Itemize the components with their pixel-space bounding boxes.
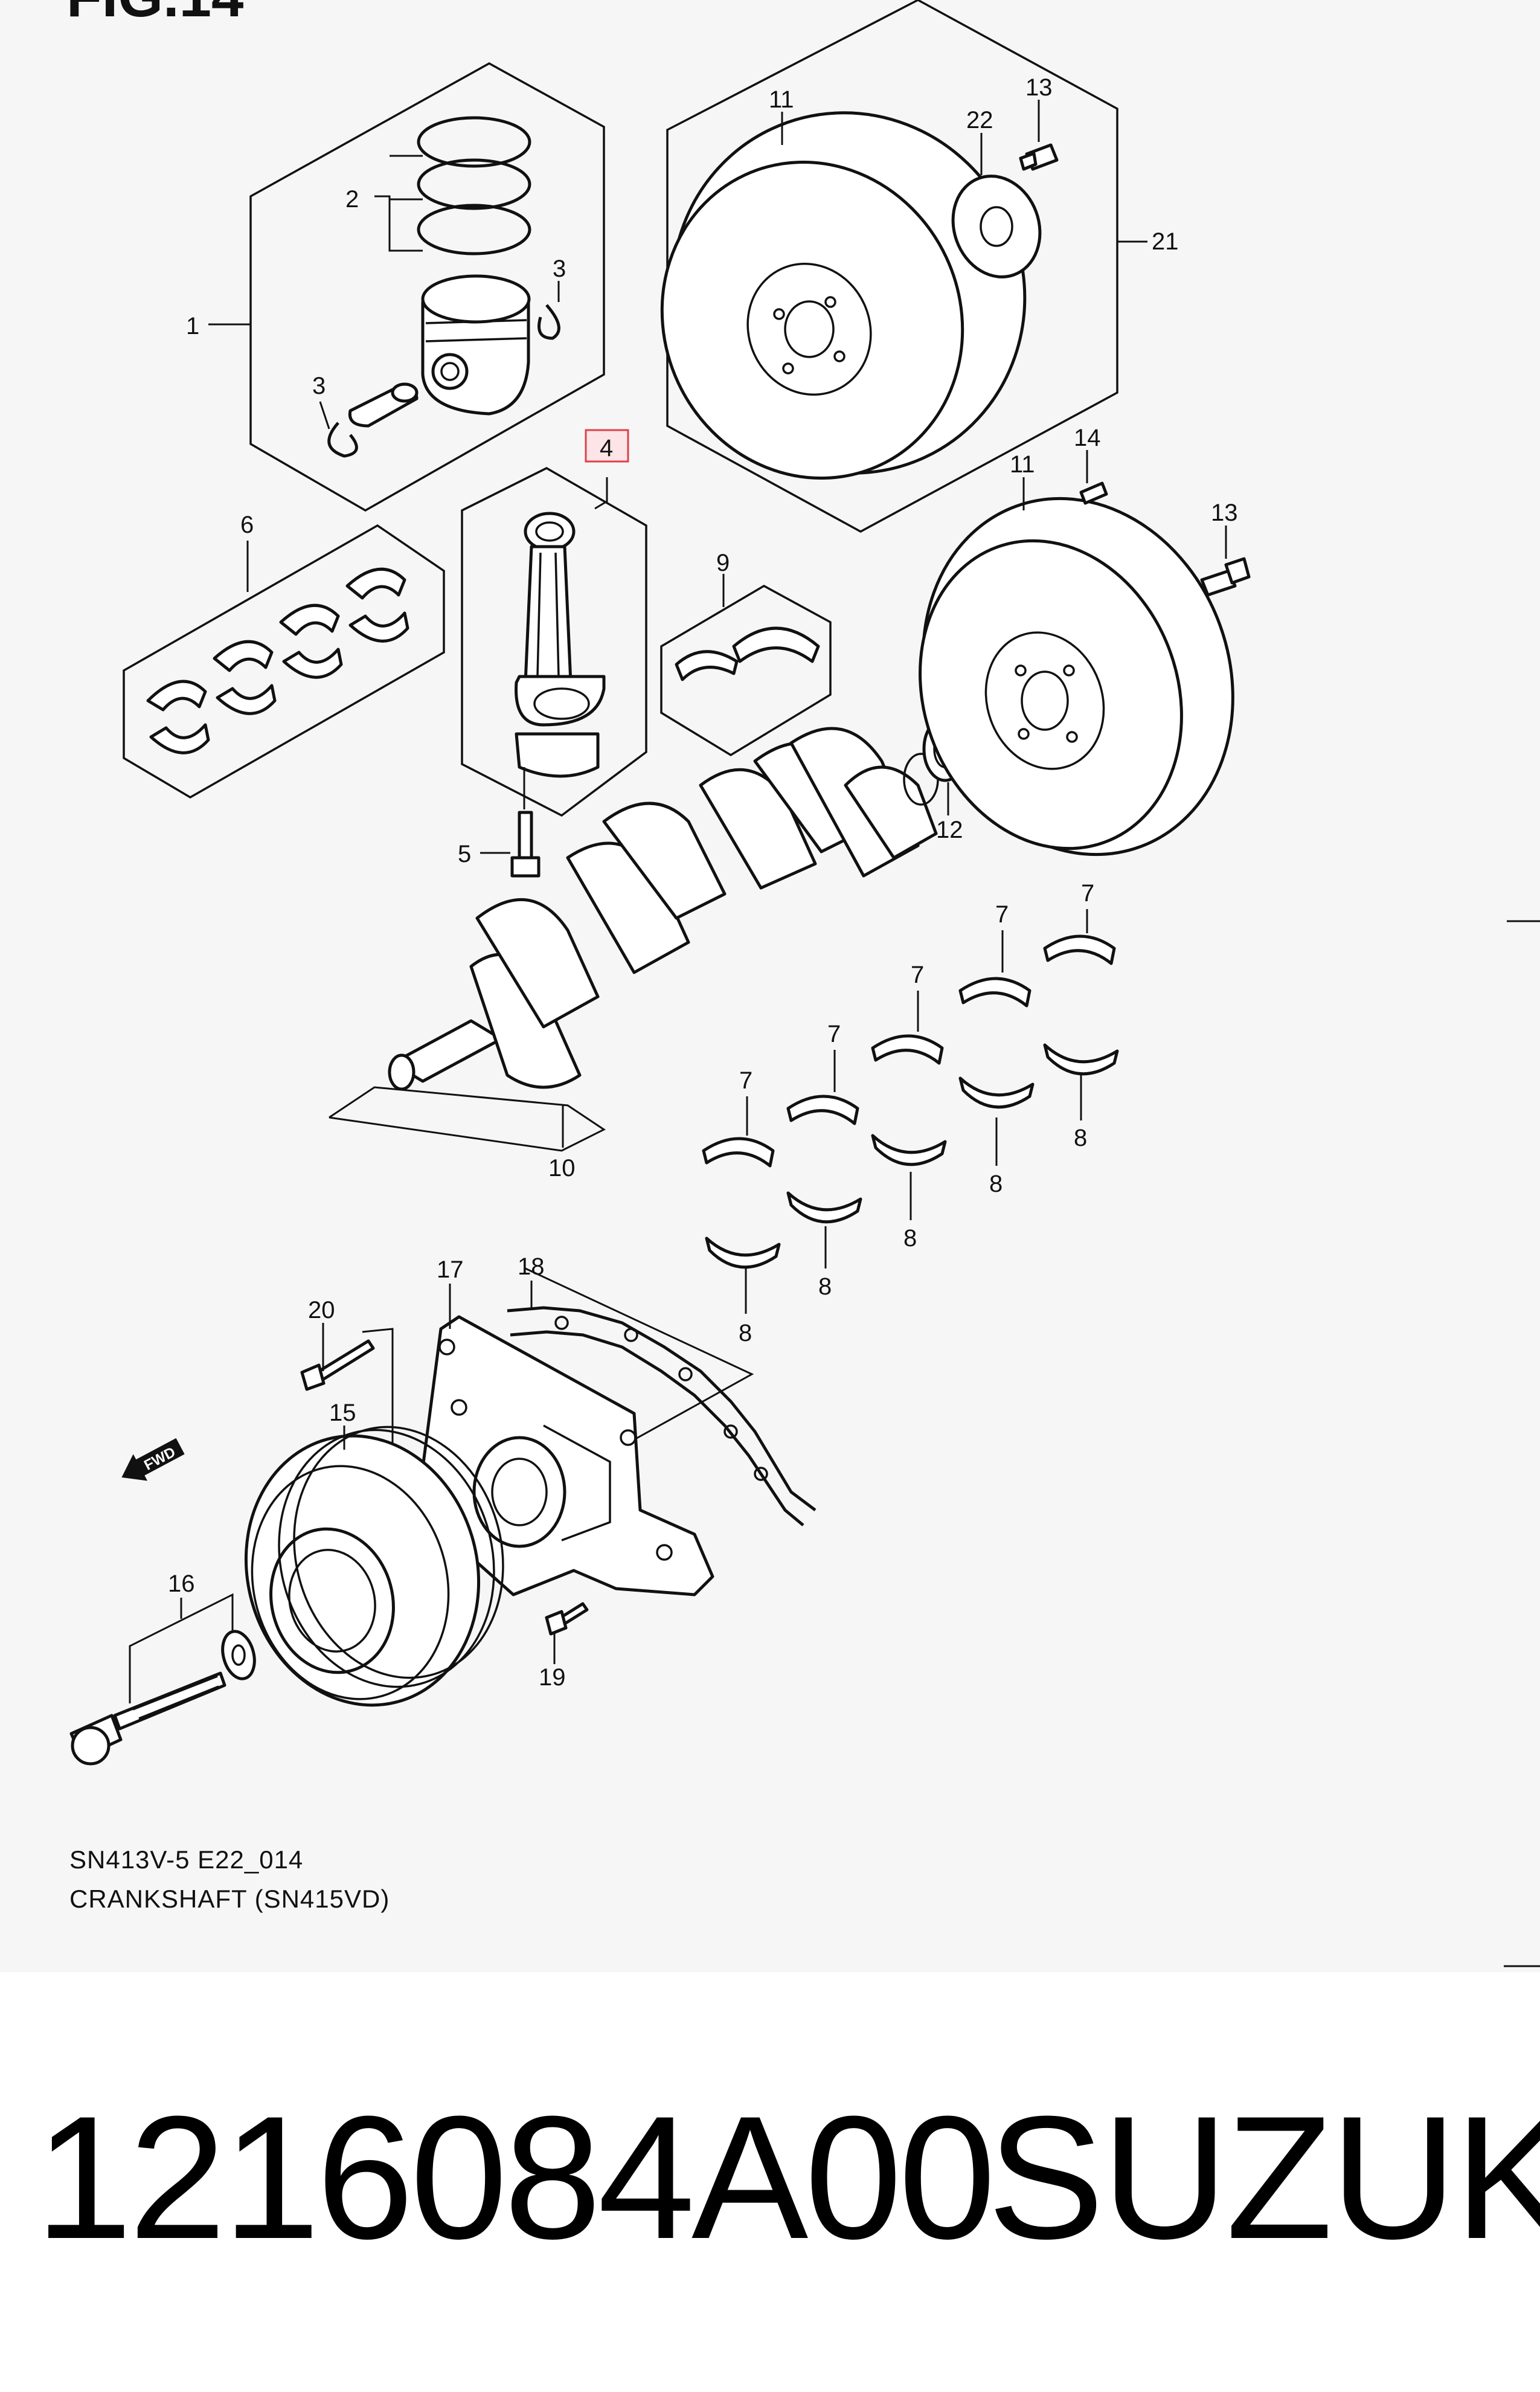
callout-10: 10 — [548, 1155, 576, 1182]
callout-19: 19 — [539, 1664, 566, 1691]
callout-8c: 8 — [903, 1225, 917, 1252]
callout-8b: 8 — [818, 1273, 832, 1300]
callout-6: 6 — [240, 512, 254, 538]
callout-4: 4 — [600, 435, 613, 461]
callout-14: 14 — [1074, 425, 1101, 451]
conrod-bolt — [510, 811, 541, 878]
gasket — [507, 1306, 817, 1526]
callout-21: 21 — [1152, 228, 1179, 255]
callout-5: 5 — [458, 841, 471, 867]
flywheel-plate — [951, 175, 1042, 278]
part-number: 1216084A00 — [35, 2080, 996, 2275]
connecting-rod — [515, 512, 606, 778]
callout-15: 15 — [329, 1400, 356, 1426]
thrust-bearing-outline — [660, 584, 832, 757]
snap-rings — [327, 304, 560, 458]
callout-8d: 8 — [989, 1171, 1003, 1197]
piston-rings — [417, 116, 531, 256]
flywheel-group-outline — [666, 0, 1118, 533]
callout-12: 12 — [936, 817, 963, 843]
callout-1: 1 — [186, 313, 199, 339]
callout-2: 2 — [345, 186, 359, 213]
callout-22: 22 — [966, 107, 993, 133]
callout-3a: 3 — [553, 256, 566, 282]
crank-pulley — [244, 1426, 504, 1707]
diagram-caption: CRANKSHAFT (SN415VD) — [69, 1885, 390, 1913]
main-bearing-leaders — [745, 909, 1088, 1314]
callout-11a: 11 — [769, 86, 794, 113]
flywheel-lower — [919, 497, 1234, 857]
thrust-bearing-halves — [675, 626, 820, 681]
callout-7c: 7 — [911, 962, 924, 988]
fwd-arrow-icon: FWD — [121, 1438, 185, 1481]
callout-16: 16 — [168, 1571, 195, 1597]
callout-11b: 11 — [1010, 451, 1035, 478]
pulley-washer — [221, 1630, 256, 1680]
front-cover-outline — [525, 1267, 754, 1451]
callout-17: 17 — [437, 1256, 464, 1283]
callout-numbers: 1 2 3 3 4 5 6 7 7 7 7 7 8 8 8 8 8 9 10 1… — [168, 74, 1238, 1691]
diagram-code: SN413V-5 E22_014 — [69, 1845, 304, 1874]
highlighted-callout-box — [585, 429, 629, 463]
flywheel-bolt-upper — [1019, 143, 1059, 171]
callout-13a: 13 — [1025, 74, 1053, 101]
callout-8e: 8 — [1074, 1125, 1087, 1151]
conrod-group-outline — [461, 467, 647, 817]
conrod-bearing-shells — [146, 567, 409, 754]
piston-group-outline — [249, 62, 605, 512]
figure-label: FIG.14 — [66, 0, 243, 30]
callout-18: 18 — [518, 1253, 545, 1280]
callout-20: 20 — [308, 1297, 335, 1323]
piston — [421, 274, 531, 416]
callout-8a: 8 — [739, 1320, 752, 1346]
exploded-parts-diagram: FWD 1 2 3 3 4 5 6 7 7 7 7 7 8 8 8 8 8 9 … — [69, 0, 1540, 1967]
callout-7d: 7 — [995, 901, 1009, 928]
callout-7b: 7 — [827, 1021, 841, 1047]
main-bearings-lower — [705, 1043, 1119, 1269]
main-bearings-upper — [702, 934, 1116, 1168]
dowel-pin — [1079, 481, 1108, 505]
brand-name: SUZUKI — [987, 2080, 1540, 2275]
flywheel-upper — [660, 111, 1027, 480]
callout-13b: 13 — [1211, 500, 1238, 526]
crankshaft — [388, 727, 939, 1091]
callout-3b: 3 — [312, 373, 326, 399]
flywheel-bolt-lower — [1200, 557, 1251, 597]
piston-pin — [348, 382, 419, 428]
pulley-bolt — [69, 1671, 226, 1766]
cover-bolt-20 — [300, 1339, 375, 1391]
cover-bolt-19 — [545, 1602, 589, 1636]
callout-7a: 7 — [739, 1067, 752, 1094]
conrod-bearings-outline — [123, 524, 445, 799]
callout-7e: 7 — [1081, 880, 1094, 907]
callout-9: 9 — [716, 550, 730, 576]
